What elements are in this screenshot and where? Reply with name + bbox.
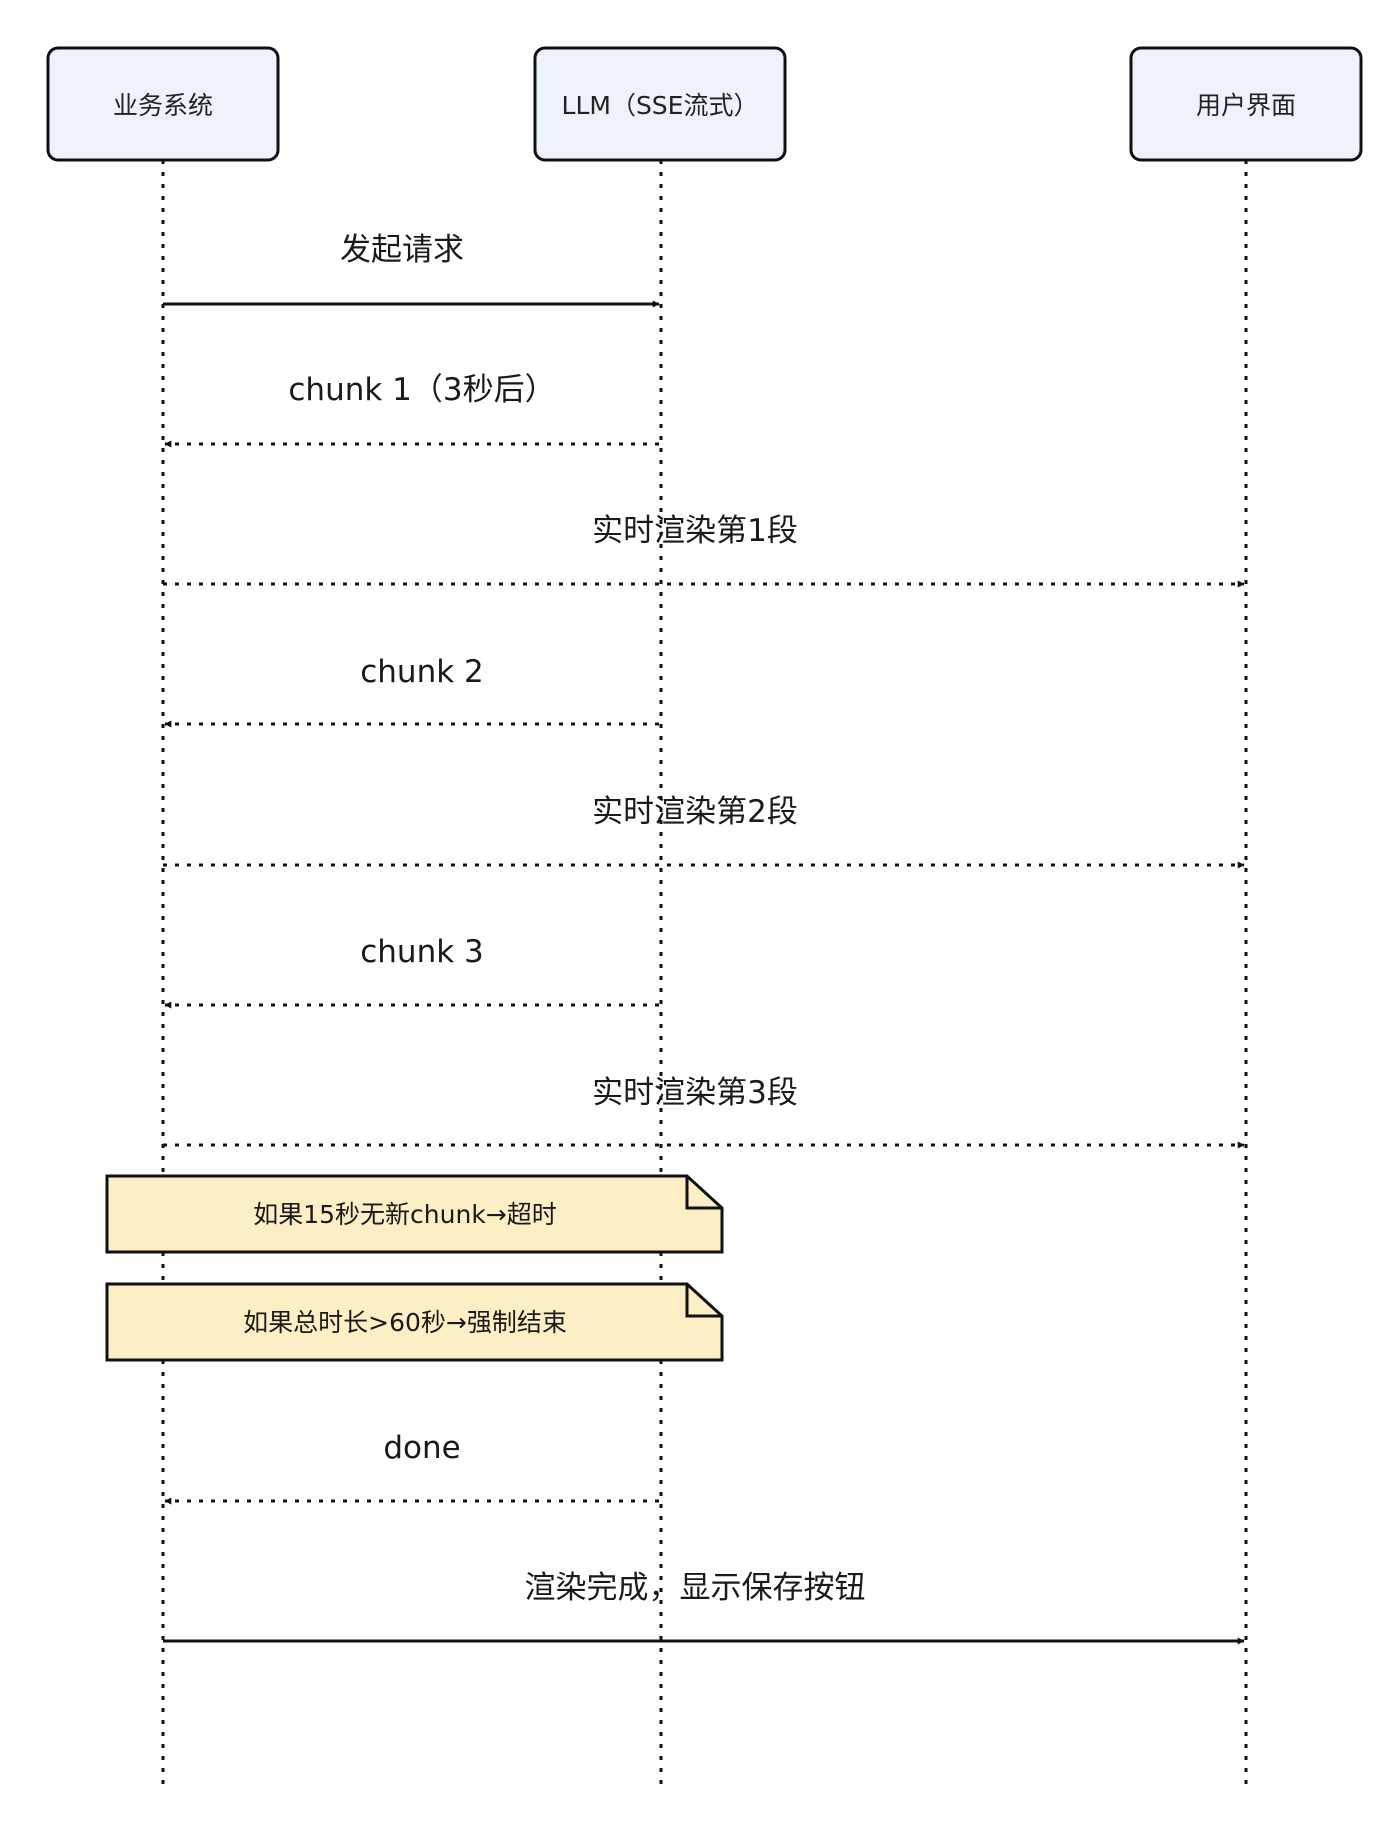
participant-biz: 业务系统 (46, 46, 280, 162)
message-label: 实时渲染第3段 (592, 1075, 798, 1111)
note-timeout: 如果15秒无新chunk→超时 (105, 1174, 724, 1254)
participant-box (46, 46, 280, 162)
message-label: chunk 2 (360, 654, 484, 690)
participant-label: 用户界面 (1196, 91, 1296, 120)
message-render-1: 实时渲染第1段 (163, 513, 1245, 588)
note-box (105, 1174, 724, 1254)
note-force-end: 如果总时长>60秒→强制结束 (105, 1282, 724, 1362)
message-chunk-1: chunk 1（3秒后） (164, 372, 659, 448)
note-label: 如果总时长>60秒→强制结束 (243, 1308, 567, 1337)
message-render-done: 渲染完成，显示保存按钮 (163, 1570, 1245, 1645)
message-request: 发起请求 (163, 232, 660, 308)
note-fold (685, 1284, 722, 1318)
message-label: chunk 3 (360, 934, 484, 970)
participant-box (1129, 46, 1363, 162)
message-chunk-2: chunk 2 (164, 654, 659, 728)
note-fold (685, 1176, 722, 1210)
message-label: chunk 1（3秒后） (288, 372, 555, 408)
message-render-3: 实时渲染第3段 (163, 1075, 1245, 1149)
participant-ui: 用户界面 (1129, 46, 1363, 162)
message-chunk-3: chunk 3 (164, 934, 659, 1009)
note-box (105, 1282, 724, 1362)
message-label: 实时渲染第2段 (592, 794, 798, 830)
message-label: 渲染完成，显示保存按钮 (525, 1570, 866, 1606)
participant-box (533, 46, 787, 162)
participant-llm: LLM（SSE流式） (533, 46, 787, 162)
participant-label: LLM（SSE流式） (562, 91, 759, 120)
note-label: 如果15秒无新chunk→超时 (253, 1200, 557, 1229)
message-done: done (164, 1430, 659, 1505)
participant-label: 业务系统 (113, 91, 213, 120)
message-label: done (383, 1430, 460, 1466)
message-render-2: 实时渲染第2段 (163, 794, 1245, 869)
message-label: 发起请求 (340, 232, 464, 268)
message-label: 实时渲染第1段 (592, 513, 798, 549)
